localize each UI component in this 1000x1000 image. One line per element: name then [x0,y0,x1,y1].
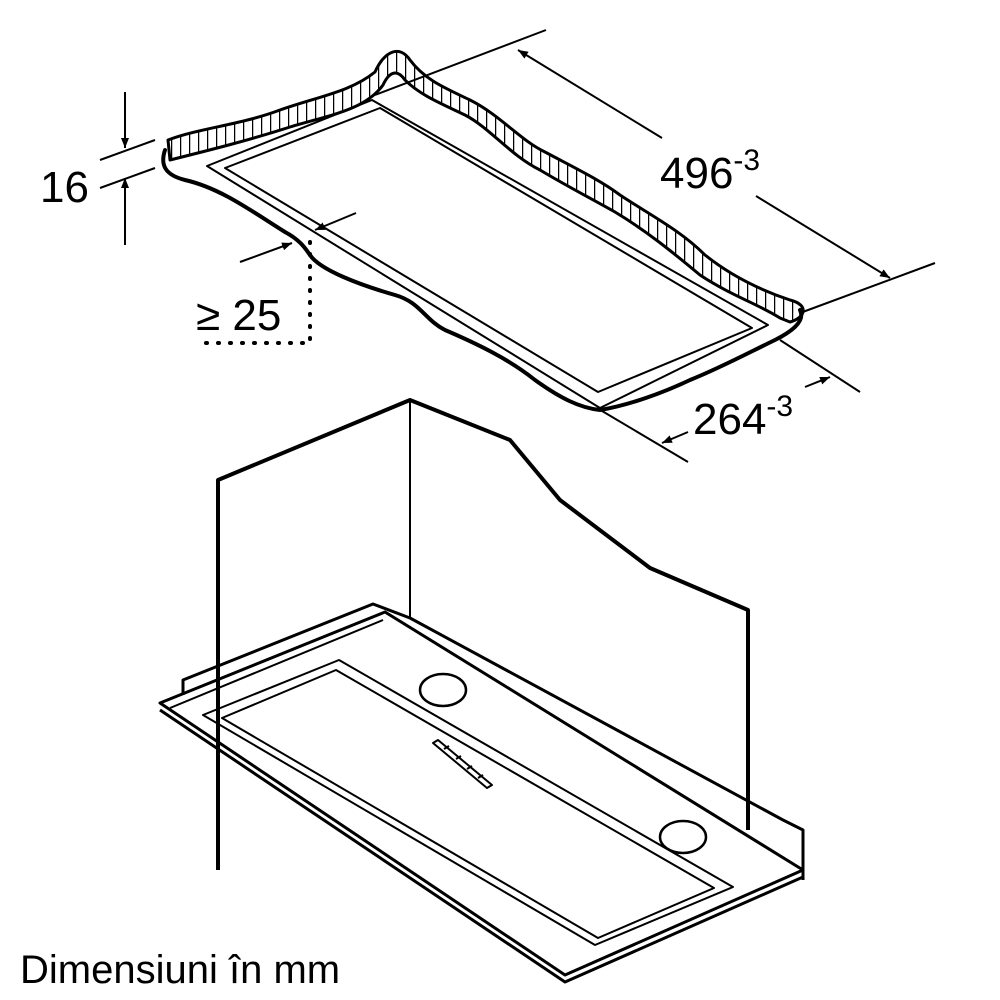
dimension-496 [374,29,936,314]
caption-text: Dimensiuni în mm [20,948,341,992]
filter-frame-inner [221,669,715,939]
dimension-264 [596,339,861,463]
dimension-tolerance: -3 [733,144,761,177]
dimension-496-label: 496-3 [660,146,760,198]
dimension-value: 264 [693,395,767,444]
dimension-value: ≥ 25 [196,291,282,340]
hood-bottom-plate [158,610,805,977]
dimension-value: 496 [660,149,734,198]
light-right [658,819,708,855]
dimension-264-label: 264-3 [693,392,793,444]
units-caption: Dimensiuni în mm [20,950,340,990]
dimension-tolerance: -3 [766,390,794,423]
hood-body [158,398,805,984]
dimension-min-25 [196,212,357,345]
hood-flange [181,602,805,880]
dimension-min-25-label: ≥ 25 [196,294,281,338]
panel-lower-outline [161,148,804,412]
ceiling-panel [161,49,805,412]
dimension-16-label: 16 [40,166,89,210]
cutout-outer-edge [206,99,769,409]
control-panel [432,739,493,789]
cutout-inner-edge [224,107,753,393]
light-left [418,672,468,708]
dimension-16 [99,92,156,245]
filter-frame-outer [202,659,734,946]
hood-housing [216,398,750,870]
dimension-value: 16 [40,163,89,212]
